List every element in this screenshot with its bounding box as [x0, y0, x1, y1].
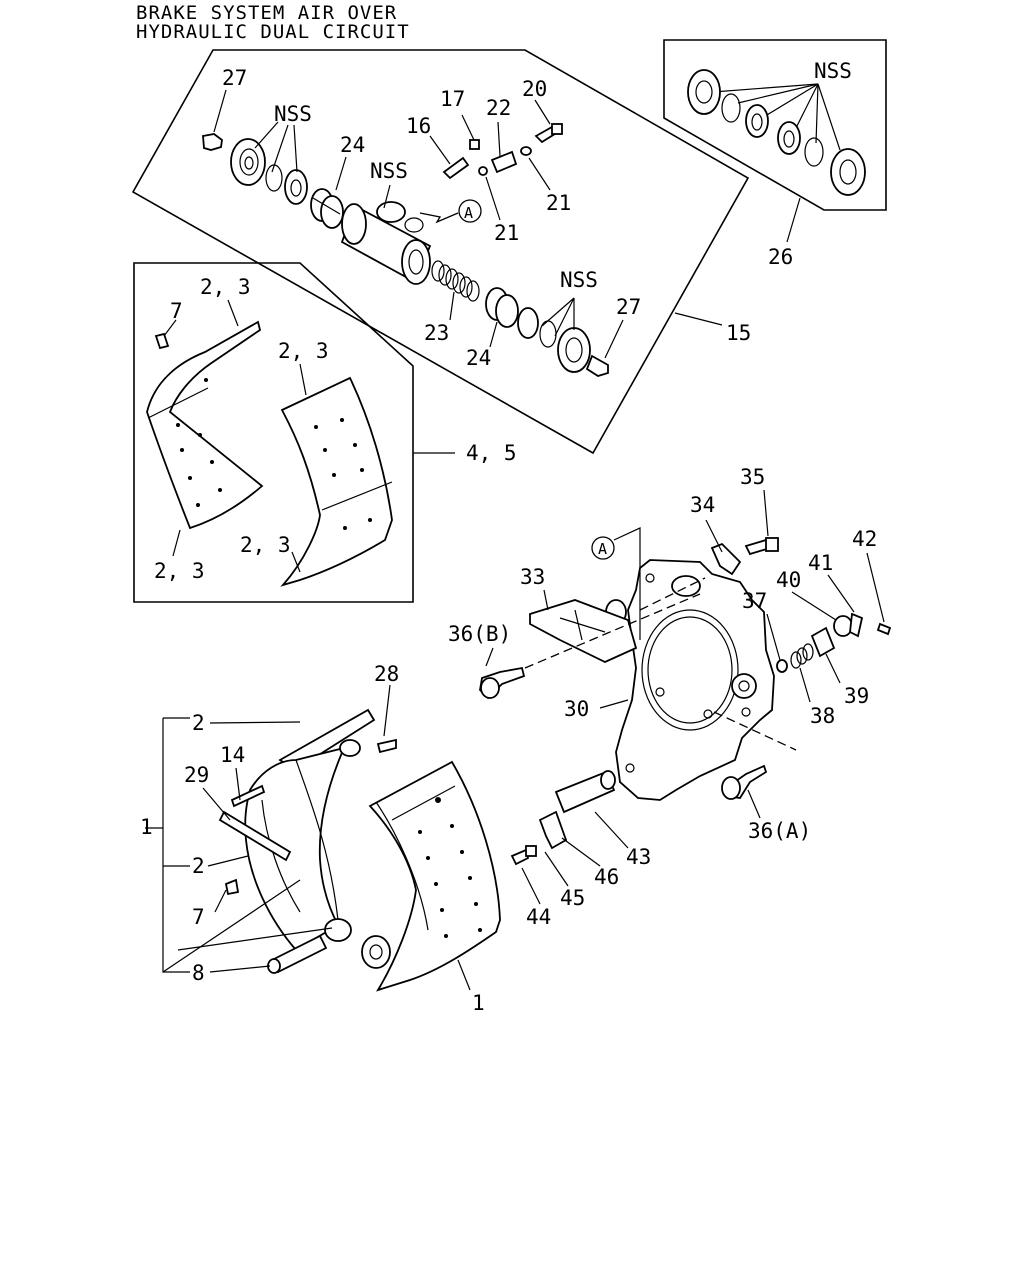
label-23: 23 — [424, 321, 449, 345]
brake-shoe-assembly-right — [361, 760, 501, 992]
leader-lines-plate — [485, 489, 885, 819]
label-29: 29 — [184, 763, 209, 787]
brake-shoe-assembly-left — [218, 708, 397, 974]
label-21: 21 — [546, 191, 571, 215]
pushrod-27-left — [202, 133, 223, 151]
label-nss: NSS — [814, 59, 852, 83]
label-2: 2 — [192, 711, 205, 735]
label-2-3: 2, 3 — [240, 533, 291, 557]
leader-lines-top — [213, 83, 841, 359]
banjo-22 — [490, 150, 518, 174]
label-43: 43 — [626, 845, 651, 869]
ref-circle-a-top — [419, 199, 482, 224]
label-a: A — [464, 204, 473, 222]
label-37: 37 — [742, 589, 767, 613]
repair-kit-frame — [663, 39, 887, 211]
label-17: 17 — [440, 87, 465, 111]
rivet-7-top — [154, 332, 170, 350]
label-22: 22 — [486, 96, 511, 120]
lining-left — [146, 320, 264, 530]
label-2-3: 2, 3 — [278, 339, 329, 363]
lining-right — [280, 376, 393, 587]
label-45: 45 — [560, 886, 585, 910]
label-20: 20 — [522, 77, 547, 101]
leader-lines-lining — [163, 299, 455, 573]
label-15: 15 — [726, 321, 751, 345]
part-labels: 27 NSS 24 NSS 17 16 22 20 A 21 21 NSS 27… — [140, 59, 877, 1015]
label-30: 30 — [564, 697, 589, 721]
label-39: 39 — [844, 684, 869, 708]
clip-34 — [710, 542, 742, 576]
title-line-1: BRAKE SYSTEM AIR OVER — [136, 2, 398, 24]
pushrod-27-right — [585, 354, 609, 377]
label-28: 28 — [374, 662, 399, 686]
washer-21-a — [520, 146, 532, 156]
label-16: 16 — [406, 114, 431, 138]
label-a: A — [598, 540, 607, 558]
spring-23 — [431, 260, 480, 302]
label-26: 26 — [768, 245, 793, 269]
bolt-35 — [744, 537, 779, 556]
label-nss: NSS — [274, 102, 312, 126]
wheel-cylinder-frame — [131, 49, 750, 455]
ref-circle-a-plate — [591, 527, 641, 640]
title-line-2: HYDRAULIC DUAL CIRCUIT — [136, 21, 410, 43]
diagram-title: BRAKE SYSTEM AIR OVER HYDRAULIC DUAL CIR… — [136, 4, 410, 42]
label-21: 21 — [494, 221, 519, 245]
label-2: 2 — [192, 854, 205, 878]
label-14: 14 — [220, 743, 245, 767]
boot-nss-right — [517, 307, 591, 373]
label-27: 27 — [616, 295, 641, 319]
bleeder-screw-16 — [442, 156, 470, 180]
label-34: 34 — [690, 493, 715, 517]
dust-shield-33 — [529, 599, 638, 663]
label-2-3: 2, 3 — [200, 275, 251, 299]
label-2-3: 2, 3 — [154, 559, 205, 583]
anchor-pin-43 — [554, 770, 616, 814]
washer-21-b — [478, 166, 488, 176]
piston-24-right — [485, 287, 519, 328]
lock-plate-46 — [538, 810, 568, 850]
label-8: 8 — [192, 961, 205, 985]
label-42: 42 — [852, 527, 877, 551]
cylinder-body — [340, 201, 432, 285]
label-1: 1 — [140, 815, 153, 839]
cap-17 — [469, 139, 480, 150]
bolt-44 — [510, 845, 537, 866]
label-24: 24 — [340, 133, 365, 157]
kit-parts-26 — [687, 69, 866, 196]
boot-nss-left — [230, 138, 308, 205]
label-44: 44 — [526, 905, 551, 929]
label-33: 33 — [520, 565, 545, 589]
label-36b: 36(B) — [448, 622, 511, 646]
bolt-36b — [479, 666, 526, 700]
piston-24-left — [310, 188, 344, 229]
label-41: 41 — [808, 551, 833, 575]
bolt-36a — [721, 764, 768, 800]
brake-lining-frame — [133, 262, 414, 603]
label-46: 46 — [594, 865, 619, 889]
label-35: 35 — [740, 465, 765, 489]
leader-lines-shoe — [145, 684, 629, 991]
label-40: 40 — [776, 568, 801, 592]
label-nss: NSS — [370, 159, 408, 183]
label-24: 24 — [466, 346, 491, 370]
label-7: 7 — [192, 905, 205, 929]
label-36a: 36(A) — [748, 819, 811, 843]
label-1: 1 — [472, 991, 485, 1015]
label-7: 7 — [170, 299, 183, 323]
label-38: 38 — [810, 704, 835, 728]
label-nss: NSS — [560, 268, 598, 292]
label-27: 27 — [222, 66, 247, 90]
label-4-5: 4, 5 — [466, 441, 517, 465]
bolt-20 — [534, 123, 563, 144]
adjuster-parts-37-41 — [776, 612, 892, 673]
